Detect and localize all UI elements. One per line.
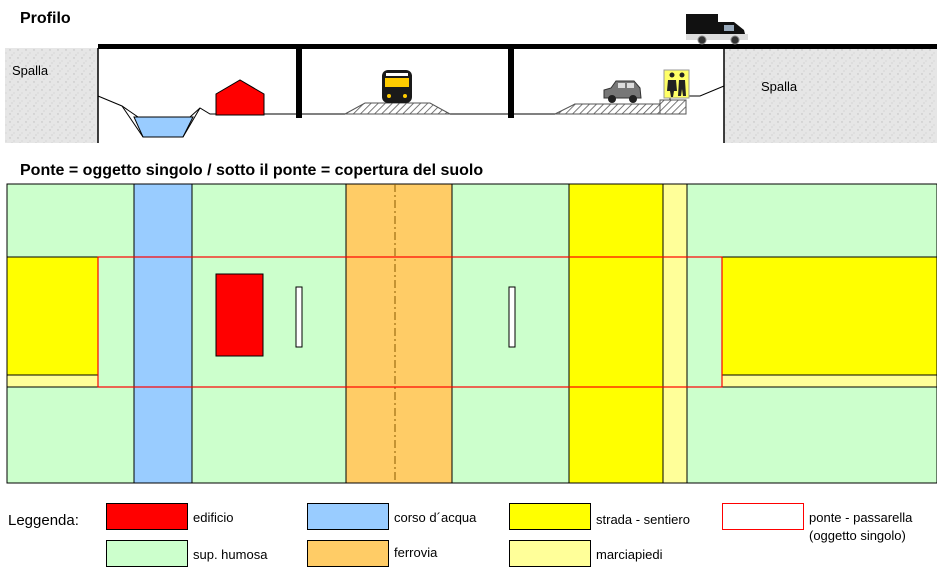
right-abutment-label: Spalla — [761, 79, 798, 94]
legend-label-bridge: ponte - passarella — [809, 510, 913, 525]
road-right — [721, 256, 937, 376]
legend-swatch-green — [106, 540, 188, 567]
pier-plan — [508, 286, 516, 348]
road-embankment — [554, 103, 661, 115]
train-icon — [382, 70, 412, 103]
legend-label-green: sup. humosa — [193, 547, 268, 562]
legend-sublabel-bridge: (oggetto singolo) — [809, 528, 906, 543]
railway-strip — [345, 183, 453, 484]
sidewalk-left — [6, 374, 99, 388]
sidewalk-section — [659, 99, 687, 115]
sidewalk-strip — [662, 183, 688, 484]
house-icon — [215, 79, 265, 116]
legend-swatch-water — [307, 503, 389, 530]
legend-label-sidewalk: marciapiedi — [596, 547, 663, 562]
right-abutment — [724, 48, 937, 143]
bridge-outline — [97, 256, 723, 388]
legend-swatch-sidewalk — [509, 540, 591, 567]
land-cover-green — [6, 183, 937, 484]
road-strip — [568, 183, 664, 484]
legend-swatch-road — [509, 503, 591, 530]
pedestrians-icon — [663, 69, 690, 99]
plan-title: Ponte = oggetto singolo / sotto il ponte… — [20, 162, 484, 179]
car-icon — [603, 80, 642, 103]
profile-title: Profilo — [20, 10, 71, 27]
truck-icon — [686, 14, 748, 45]
legend-swatch-building — [106, 503, 188, 530]
sidewalk-right — [721, 374, 937, 388]
legend-swatch-rail — [307, 540, 389, 567]
legend-label-road: strada - sentiero — [596, 512, 690, 527]
left-abutment — [5, 48, 98, 143]
rail-embankment — [344, 102, 451, 115]
bridge-deck — [98, 44, 937, 49]
legend-label-water: corso d´acqua — [394, 510, 477, 525]
left-abutment-label: Spalla — [12, 63, 49, 78]
river-water — [133, 116, 194, 138]
profile-diagram — [5, 14, 937, 143]
bridge-pier — [296, 46, 302, 118]
legend-heading: Leggenda: — [8, 512, 79, 529]
pier-plan — [295, 286, 303, 348]
building — [215, 273, 264, 357]
road-left — [6, 256, 99, 376]
legend-swatch-bridge — [722, 503, 804, 530]
legend-label-rail: ferrovia — [394, 545, 438, 560]
legend-label-building: edificio — [193, 510, 234, 525]
bridge-pier — [508, 46, 514, 118]
river-strip — [133, 183, 193, 484]
